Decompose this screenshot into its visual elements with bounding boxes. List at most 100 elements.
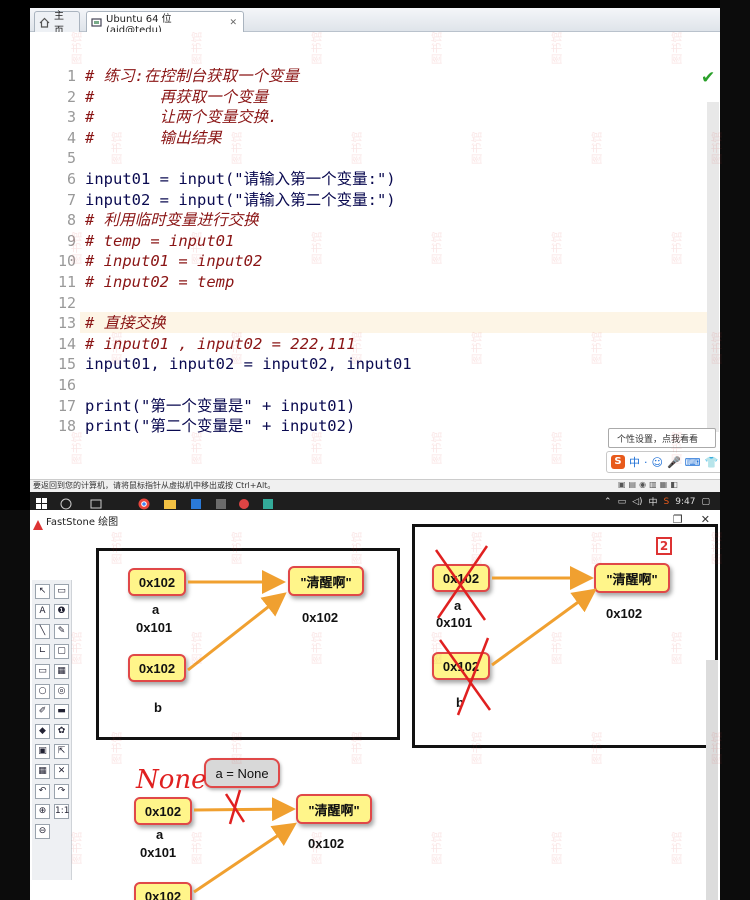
clock[interactable]: 9:47 [675,496,696,507]
node-b-left[interactable]: 0x102 [128,654,186,682]
vmware-icon[interactable] [215,495,227,509]
pen-tool[interactable]: ✎ [54,624,69,639]
chrome-icon[interactable] [138,495,150,510]
undo-tool[interactable]: ↶ [35,784,50,799]
node-a-left[interactable]: 0x102 [128,568,186,596]
eraser-tool[interactable]: ◆ [35,724,50,739]
close-icon[interactable]: ✕ [700,513,710,526]
label-b-right: b [456,695,464,710]
tab-ubuntu[interactable]: Ubuntu 64 位(aid@tedu) ✕ [86,11,244,36]
ime-lang[interactable]: 中 [648,498,658,508]
right-margin [720,0,750,900]
line-number: 6 [66,170,76,188]
skin-icon[interactable]: 👕 [704,455,719,469]
number-tool[interactable]: ❶ [54,604,69,619]
circle-tool[interactable]: ◎ [54,684,69,699]
faststone-logo-icon [33,515,43,534]
stamp-tool[interactable]: ✿ [54,724,69,739]
code-comment-line: # 让两个变量交换. [85,108,278,127]
check-icon: ✔ [701,68,716,88]
tray-up-icon[interactable]: ⌃ [604,496,612,507]
line-number: 3 [66,108,76,127]
addr-a-left: 0x101 [136,620,173,635]
node-b-right[interactable]: 0x102 [432,652,490,680]
windows-start-icon[interactable] [36,495,48,509]
highlight-tool[interactable]: ▬ [54,704,69,719]
line-number: 17 [57,396,76,415]
code-comment-line: # 再获取一个变量 [85,87,269,106]
app2-icon[interactable] [262,495,274,509]
node-a-right[interactable]: 0x102 [432,564,490,592]
cursor-tool[interactable]: ⇱ [54,744,69,759]
ime-tooltip: 个性设置，点我看看 [608,428,716,448]
line-number: 7 [66,190,76,209]
ime-mode-chinese[interactable]: 中 [629,456,640,469]
label-b-left: b [154,700,162,715]
marker-tool[interactable]: ✐ [35,704,50,719]
frame-left [96,548,400,740]
line-number: 18 [57,417,76,436]
close-tab-icon[interactable]: ✕ [229,17,237,28]
sogou-icon[interactable]: S [611,455,625,469]
target-bottom[interactable]: "清醒啊" [296,794,372,824]
mosaic-tool[interactable]: ▦ [35,764,50,779]
node-b-bottom[interactable]: 0x102 [134,882,192,900]
vm-tab-bar: 主页 Ubuntu 64 位(aid@tedu) ✕ [30,8,720,37]
code-line: input02 = input("请输入第二个变量:") [85,190,396,209]
target-right[interactable]: "清醒啊" [594,563,670,593]
ime-punct[interactable]: · [644,455,648,469]
network-icon[interactable]: ▭ [617,496,627,507]
restore-icon[interactable]: ❐ [672,513,683,526]
select-tool[interactable]: ↖ [35,584,50,599]
actual-size-tool[interactable]: 1:1 [54,804,69,819]
sogou-tray-icon[interactable]: S [663,496,670,507]
tab-home[interactable]: 主页 [34,11,80,37]
code-comment-line: # 输出结果 [85,128,222,147]
explorer-icon[interactable] [164,495,176,509]
volume-icon[interactable]: ◁) [632,496,643,507]
code-line: input01, input02 = input02, input01 [85,355,412,374]
system-tray: ⌃ ▭ ◁) 中 S 9:47 ▢ [604,495,710,509]
ellipse-tool[interactable]: ○ [35,684,50,699]
window-controls: ❐ ✕ [673,513,710,526]
target-left[interactable]: "清醒啊" [288,566,364,596]
rect-select-tool[interactable]: ▭ [54,584,69,599]
zoom-in-tool[interactable]: ⊕ [35,804,50,819]
task-view-icon[interactable] [90,495,102,509]
line-number: 4 [66,128,76,147]
microphone-icon[interactable]: 🎤 [666,455,681,469]
zoom-out-tool[interactable]: ⊖ [35,824,50,839]
app-icon[interactable] [190,495,202,509]
home-icon [39,17,50,28]
keyboard-icon[interactable]: ⌨ [684,455,701,469]
label-a-bottom: a [156,827,164,842]
rectangle-tool[interactable]: ▢ [54,644,69,659]
back-icon[interactable] [60,495,72,510]
code-comment-line: # 练习:在控制台获取一个变量 [85,67,299,85]
faststone-taskbar-icon[interactable] [238,495,250,509]
vm-icon [91,17,102,28]
code-comment-line: # input01 = input02 [85,252,263,271]
line-number: 1 [66,67,76,85]
vm-window: 主页 Ubuntu 64 位(aid@tedu) ✕ 1234567891011… [30,8,746,492]
corner-mark: 2 [656,537,672,555]
vm-device-icons[interactable]: ▣▤◉▥▦◧ [618,480,681,489]
notification-icon[interactable]: ▢ [701,496,710,507]
node-a-bottom[interactable]: 0x102 [134,797,192,825]
editor-scrollbar[interactable] [707,102,719,432]
text-tool[interactable]: A [35,604,50,619]
smiley-icon[interactable]: ☺ [651,455,663,469]
angle-tool[interactable]: ∟ [35,644,50,659]
line-tool[interactable]: ╲ [35,624,50,639]
frame-right [412,524,718,748]
fill-tool[interactable]: ▦ [54,664,69,679]
image-tool[interactable]: ▣ [35,744,50,759]
delete-tool[interactable]: ✕ [54,764,69,779]
redo-tool[interactable]: ↷ [54,784,69,799]
faststone-scrollbar[interactable] [706,660,718,900]
line-number: 2 [66,87,76,106]
box-tool[interactable]: ▭ [35,664,50,679]
